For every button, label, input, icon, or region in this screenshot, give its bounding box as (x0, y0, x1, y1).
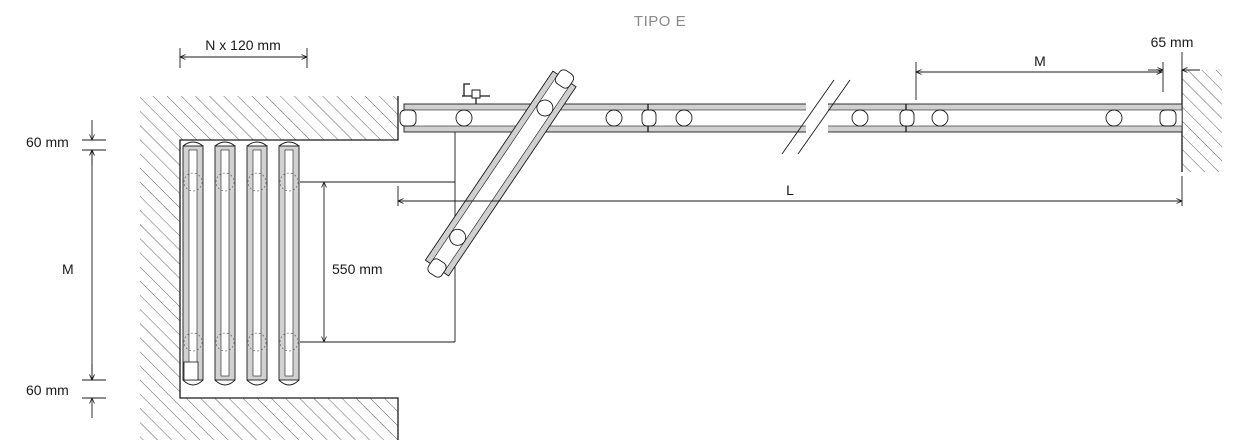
dimension-right-gap: 65 mm (1148, 34, 1200, 92)
dimension-top-width: N x 120 mm (180, 37, 307, 68)
dimension-bottom-gap-label: 60 mm (26, 382, 69, 398)
dimension-total-length-label: L (786, 182, 794, 198)
dimension-right-gap-label: 65 mm (1151, 34, 1194, 50)
dimension-right-m-label: M (1034, 53, 1046, 69)
dimension-left-vertical: 60 mm M 60 mm (26, 120, 106, 418)
wall-left (140, 96, 399, 440)
dimension-right-m: M (916, 53, 1162, 100)
dimension-left-m-label: M (62, 261, 74, 277)
reference-lines (300, 118, 456, 343)
dimension-top-gap-label: 60 mm (26, 134, 69, 150)
swinging-panel (424, 69, 577, 278)
dimension-panel-height: 550 mm (324, 182, 383, 342)
dimension-top-width-label: N x 120 mm (205, 37, 280, 53)
wall-right (1181, 70, 1222, 172)
diagram-title: TIPO E (634, 13, 686, 30)
dimension-panel-height-label: 550 mm (332, 261, 383, 277)
stacked-panels (182, 141, 300, 386)
dimension-total-length: L (398, 176, 1182, 206)
